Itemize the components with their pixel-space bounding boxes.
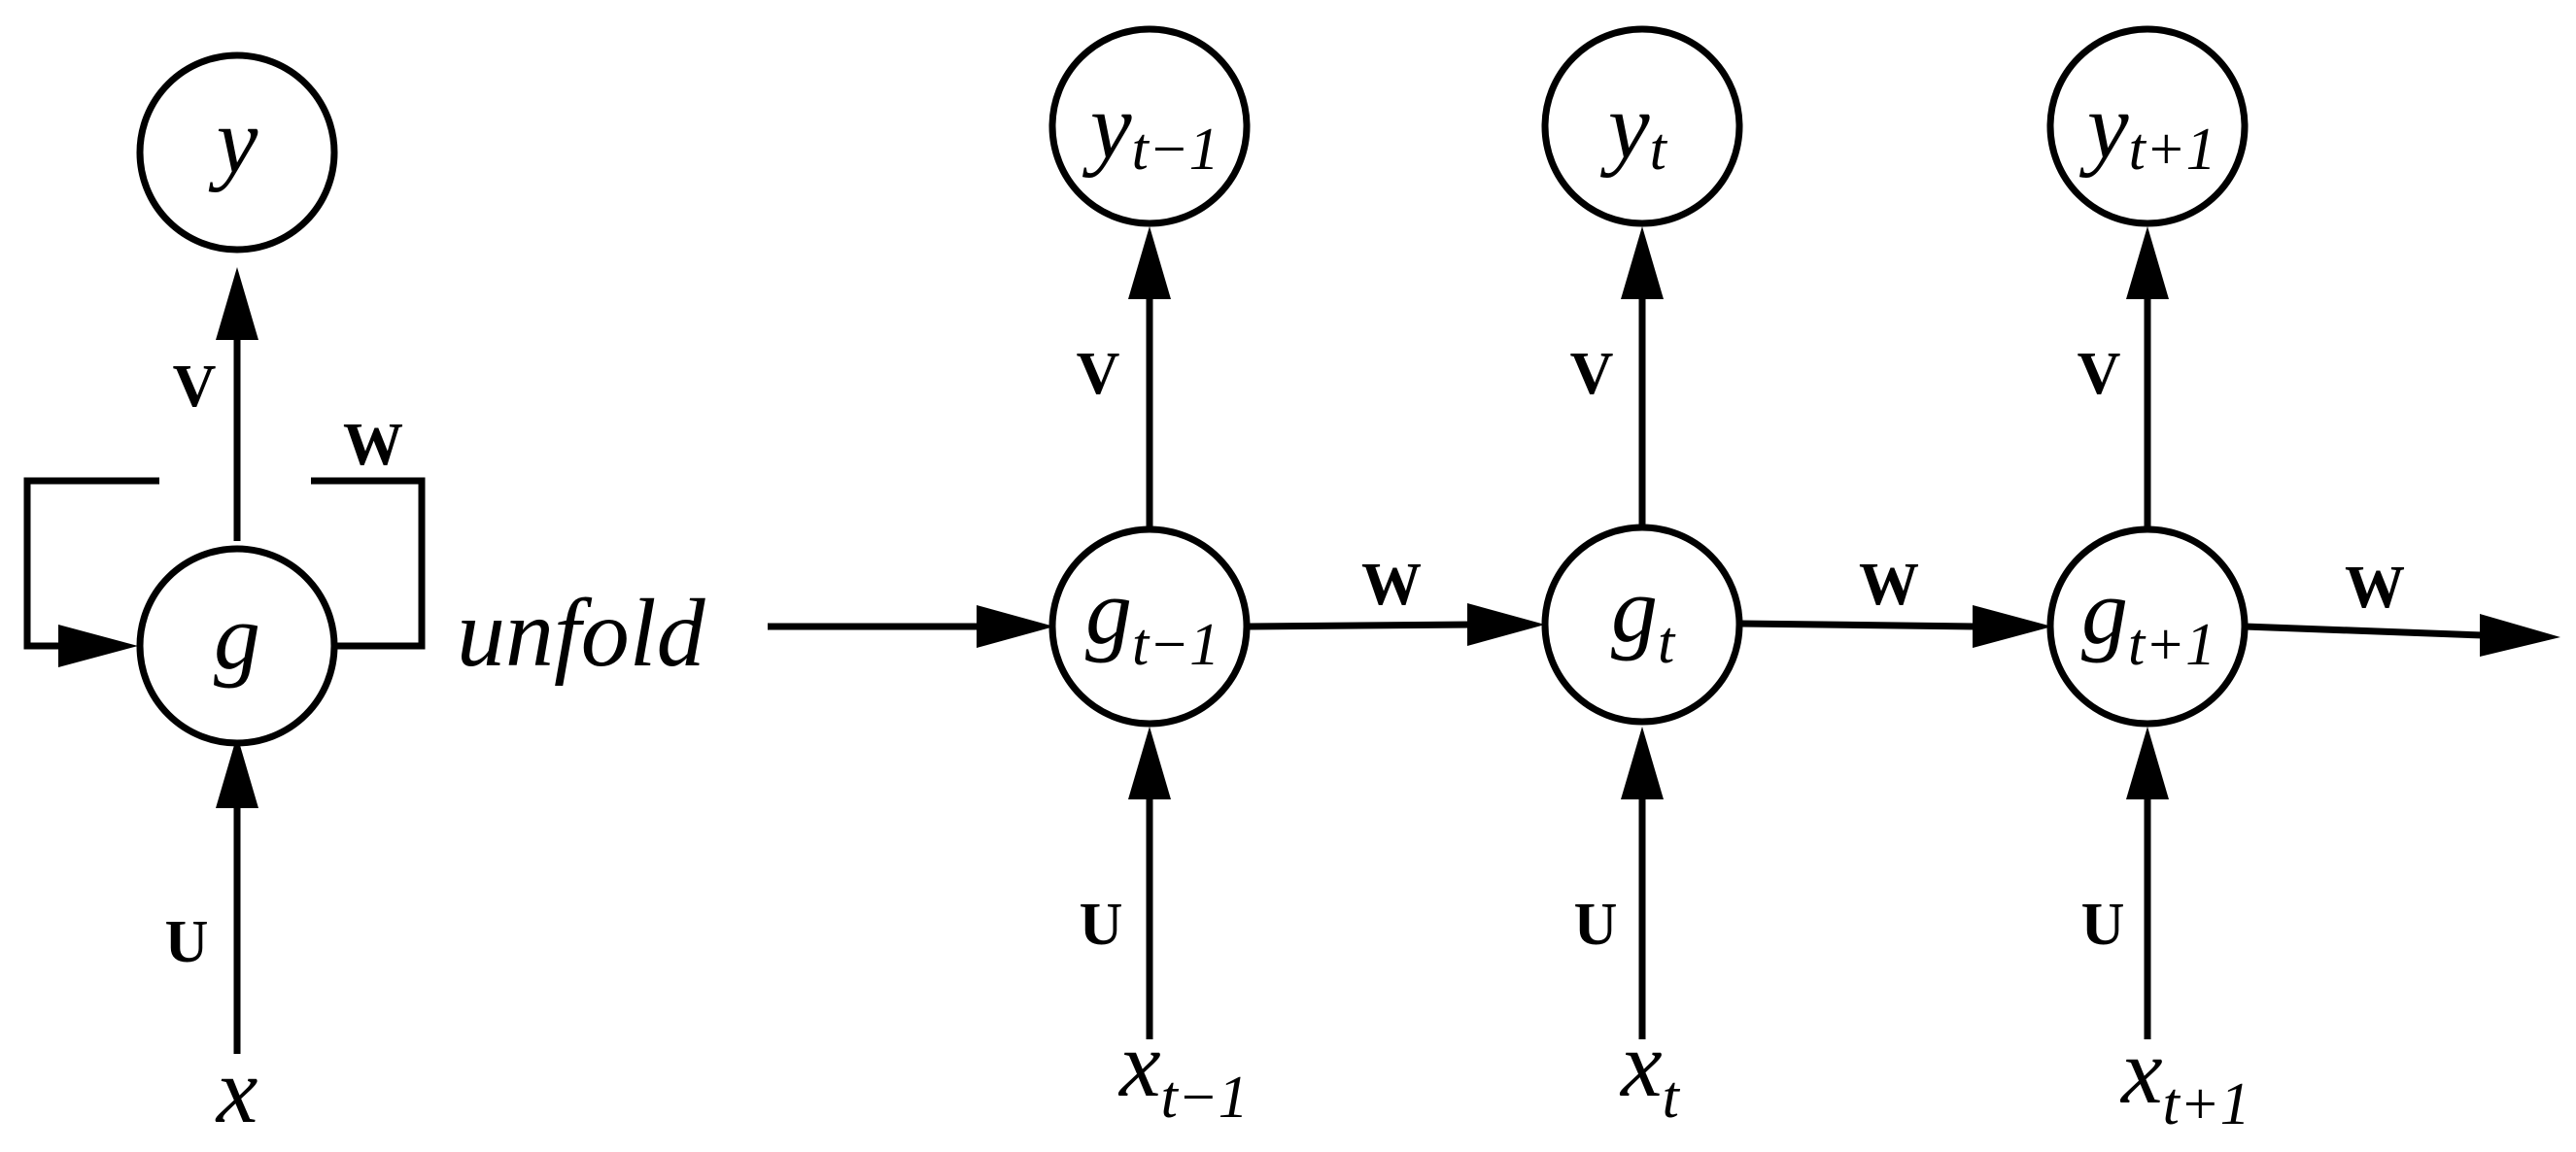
folded-output-label: y <box>208 88 258 192</box>
recurrent-edge-1 <box>1248 621 1473 630</box>
hidden-node-prev <box>1048 525 1251 728</box>
hidden-label-next: gt+1 <box>2081 559 2215 678</box>
label-v-next: V <box>2078 341 2121 407</box>
label-u-next: U <box>2081 892 2125 958</box>
unfold-arrowhead <box>977 605 1054 648</box>
recurrent-arrowhead-3 <box>2480 614 2560 657</box>
recurrent-connections: W W W <box>1248 552 2560 657</box>
folded-input-arrowhead <box>216 735 258 808</box>
output-node-next <box>2046 25 2249 227</box>
folded-loop-arrowhead <box>58 625 138 667</box>
recurrent-label-1: W <box>1361 552 1422 618</box>
output-label-next: yt+1 <box>2078 74 2216 183</box>
folded-hidden-node <box>136 545 338 747</box>
folded-recurrent-loop-right <box>311 477 426 650</box>
folded-input-label: x <box>215 1038 258 1142</box>
input-arrowhead-current <box>1621 727 1664 799</box>
hidden-node-current <box>1541 524 1743 726</box>
input-arrowhead-prev <box>1128 727 1171 799</box>
folded-output-arrowhead <box>216 267 258 340</box>
output-label-current: yt <box>1599 74 1668 183</box>
input-label-next: xt+1 <box>2119 1019 2250 1137</box>
recurrent-arrowhead-1 <box>1467 603 1545 646</box>
output-node-prev <box>1048 25 1251 227</box>
output-arrowhead-current <box>1621 226 1664 299</box>
time-step-next: yt+1 gt+1 xt+1 V U <box>2046 25 2250 1137</box>
label-u-prev: U <box>1080 892 1123 958</box>
recurrent-edge-3 <box>2244 623 2484 639</box>
unfold-label: unfold <box>457 579 706 687</box>
hidden-label-prev: gt−1 <box>1085 559 1219 678</box>
output-label-prev: yt−1 <box>1082 74 1219 183</box>
time-step-current: yt gt xt V U <box>1541 25 1743 1131</box>
input-label-current: xt <box>1619 1012 1681 1131</box>
recurrent-edge-2 <box>1740 620 1978 630</box>
folded-label-v: V <box>173 354 217 420</box>
hidden-label-current: gt <box>1611 558 1676 676</box>
input-arrowhead-next <box>2126 727 2169 799</box>
output-node-current <box>1541 25 1743 227</box>
folded-network: y g x V W U <box>23 51 426 1142</box>
recurrent-label-2: W <box>1859 552 1919 618</box>
unfold-transition: unfold <box>457 579 1054 687</box>
recurrent-arrowhead-2 <box>1973 605 2052 648</box>
input-label-prev: xt−1 <box>1117 1012 1249 1131</box>
label-u-current: U <box>1574 892 1618 958</box>
label-v-current: V <box>1570 341 1614 407</box>
folded-label-w: W <box>343 412 403 478</box>
recurrent-label-3: W <box>2345 555 2405 621</box>
time-step-prev: yt−1 gt−1 xt−1 V U <box>1048 25 1251 1131</box>
folded-recurrent-loop <box>23 477 159 650</box>
output-arrowhead-prev <box>1128 226 1171 299</box>
folded-output-node <box>136 51 338 254</box>
hidden-node-next <box>2046 525 2249 728</box>
folded-hidden-label: g <box>214 585 260 689</box>
label-v-prev: V <box>1077 341 1120 407</box>
folded-label-u: U <box>165 909 209 975</box>
output-arrowhead-next <box>2126 226 2169 299</box>
